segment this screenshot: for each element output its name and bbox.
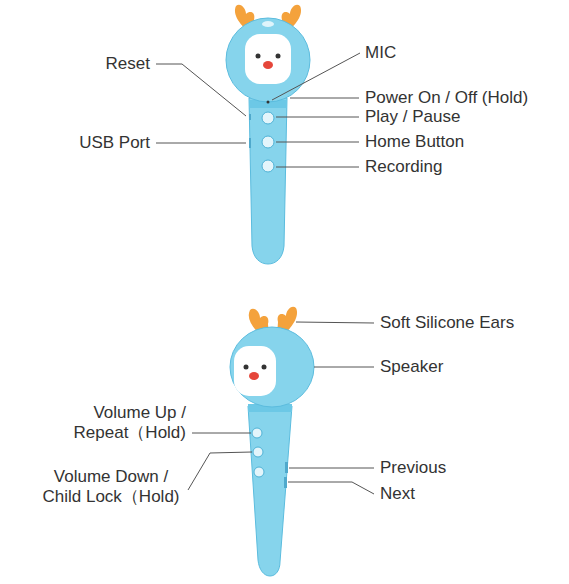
leader-line <box>290 98 359 99</box>
button-symbol <box>262 136 274 148</box>
leader-line <box>156 143 246 144</box>
leader-line <box>289 468 374 469</box>
side-button <box>284 477 287 488</box>
pen-body <box>249 98 287 264</box>
leader-line <box>276 142 359 143</box>
leader-line <box>188 452 252 490</box>
pen-eye <box>244 365 249 370</box>
callout-label: Volume Down / Child Lock（Hold) <box>36 467 186 507</box>
side-button <box>285 462 288 473</box>
pen-body <box>248 406 292 576</box>
callout-label: Home Button <box>365 132 555 152</box>
callout-label: Previous <box>380 458 560 478</box>
pen-eye <box>262 365 267 370</box>
button-symbol <box>253 447 263 457</box>
pen-head <box>226 18 310 102</box>
leader-line <box>314 367 374 368</box>
leader-line <box>192 433 251 434</box>
pen-collar <box>249 100 287 108</box>
callout-label: Next <box>380 484 560 504</box>
leader-line <box>276 167 359 168</box>
pen-face <box>245 34 291 84</box>
pen-front-view <box>226 5 310 264</box>
usb-port <box>249 138 251 148</box>
callout-label: Speaker <box>380 357 560 377</box>
pen-nose <box>249 372 259 380</box>
leader-line <box>288 482 374 494</box>
pen-side-view <box>230 307 314 576</box>
button-symbol <box>262 112 274 124</box>
callout-label: Power On / Off (Hold) <box>365 88 560 108</box>
leader-line <box>296 322 374 323</box>
callout-label: Soft Silicone Ears <box>380 313 560 333</box>
button-symbol <box>262 160 274 172</box>
leader-lines <box>156 53 374 494</box>
pen-logo <box>262 21 274 27</box>
leader-line <box>156 64 246 116</box>
callout-label: Volume Up / Repeat（Hold) <box>66 403 186 443</box>
leader-line <box>276 117 359 118</box>
callout-label: USB Port <box>50 133 150 153</box>
pen-face <box>234 346 276 396</box>
mic-hole <box>267 101 270 104</box>
reset-hole <box>249 114 251 120</box>
leader-line <box>272 53 360 100</box>
pen-nose <box>263 61 273 69</box>
callout-label: Play / Pause <box>365 107 555 127</box>
callout-label: MIC <box>365 43 555 63</box>
button-symbol <box>252 428 262 438</box>
callout-label: Reset <box>56 54 150 74</box>
button-symbol <box>254 467 264 477</box>
pen-eye <box>276 54 281 59</box>
pen-head <box>230 327 314 407</box>
callout-label: Recording <box>365 157 555 177</box>
pen-eye <box>256 54 261 59</box>
